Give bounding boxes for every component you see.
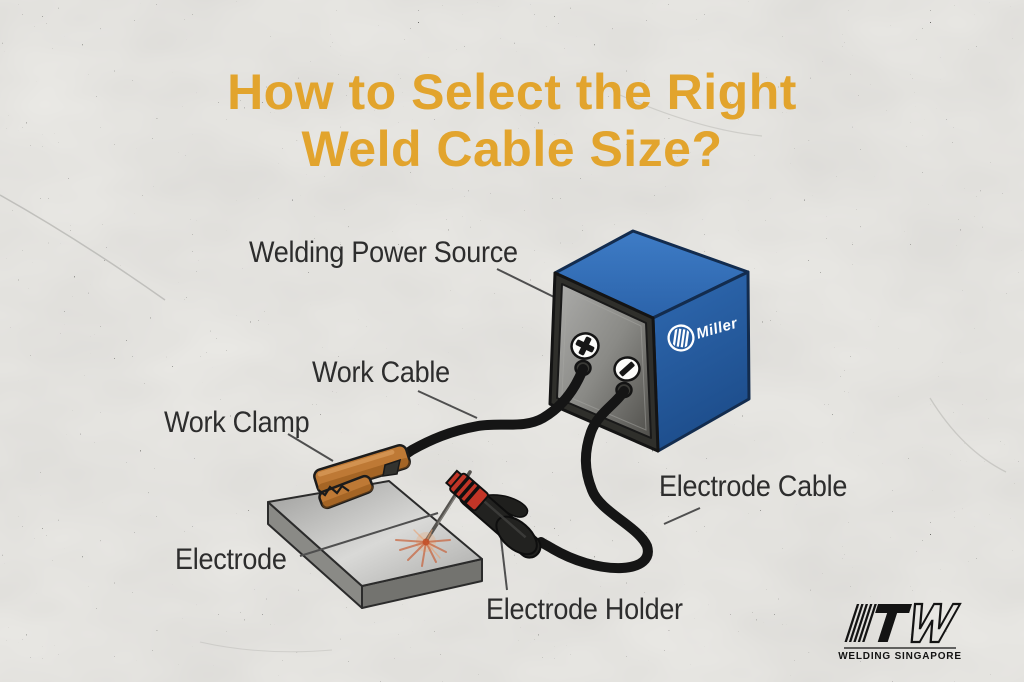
itw-letter-i-stripes-icon [844, 604, 877, 642]
miller-stripes-icon [672, 328, 690, 348]
itw-logo-graphic: WELDING SINGAPORE [838, 602, 962, 662]
label-work-clamp: Work Clamp [164, 406, 310, 439]
page-title: How to Select the Right Weld Cable Size? [0, 64, 1024, 178]
negative-terminal-icon [613, 356, 641, 382]
power-source-box: Miller [548, 229, 751, 453]
miller-circle-icon [667, 324, 695, 352]
label-electrode-holder: Electrode Holder [486, 593, 683, 626]
metal-plate [267, 480, 483, 609]
positive-terminal-icon [570, 332, 600, 360]
itw-logo: WELDING SINGAPORE [836, 598, 964, 666]
leader-line-electrode-cable [663, 507, 701, 525]
title-line-2: Weld Cable Size? [301, 121, 723, 177]
leader-lines [287, 268, 701, 591]
leader-line-work-cable [417, 390, 478, 419]
clamp-teeth [317, 484, 350, 497]
label-electrode-cable: Electrode Cable [659, 470, 848, 503]
work-clamp-graphic [313, 443, 411, 510]
leader-line-work-clamp [287, 433, 334, 462]
label-work-cable: Work Cable [312, 356, 450, 389]
electrode-cable-line [536, 386, 653, 574]
spark-burst [395, 529, 451, 567]
leader-line-power-source [496, 268, 555, 298]
holder-jaws [444, 469, 489, 512]
label-electrode: Electrode [175, 543, 287, 576]
title-line-1: How to Select the Right [227, 64, 797, 120]
itw-subtitle: WELDING SINGAPORE [838, 651, 962, 662]
label-welding-power-source: Welding Power Source [249, 236, 518, 269]
leader-line-electrode [299, 512, 439, 557]
itw-letter-w-icon [910, 602, 962, 644]
itw-letter-t-icon [875, 604, 913, 642]
electrode-holder-graphic [444, 469, 542, 559]
